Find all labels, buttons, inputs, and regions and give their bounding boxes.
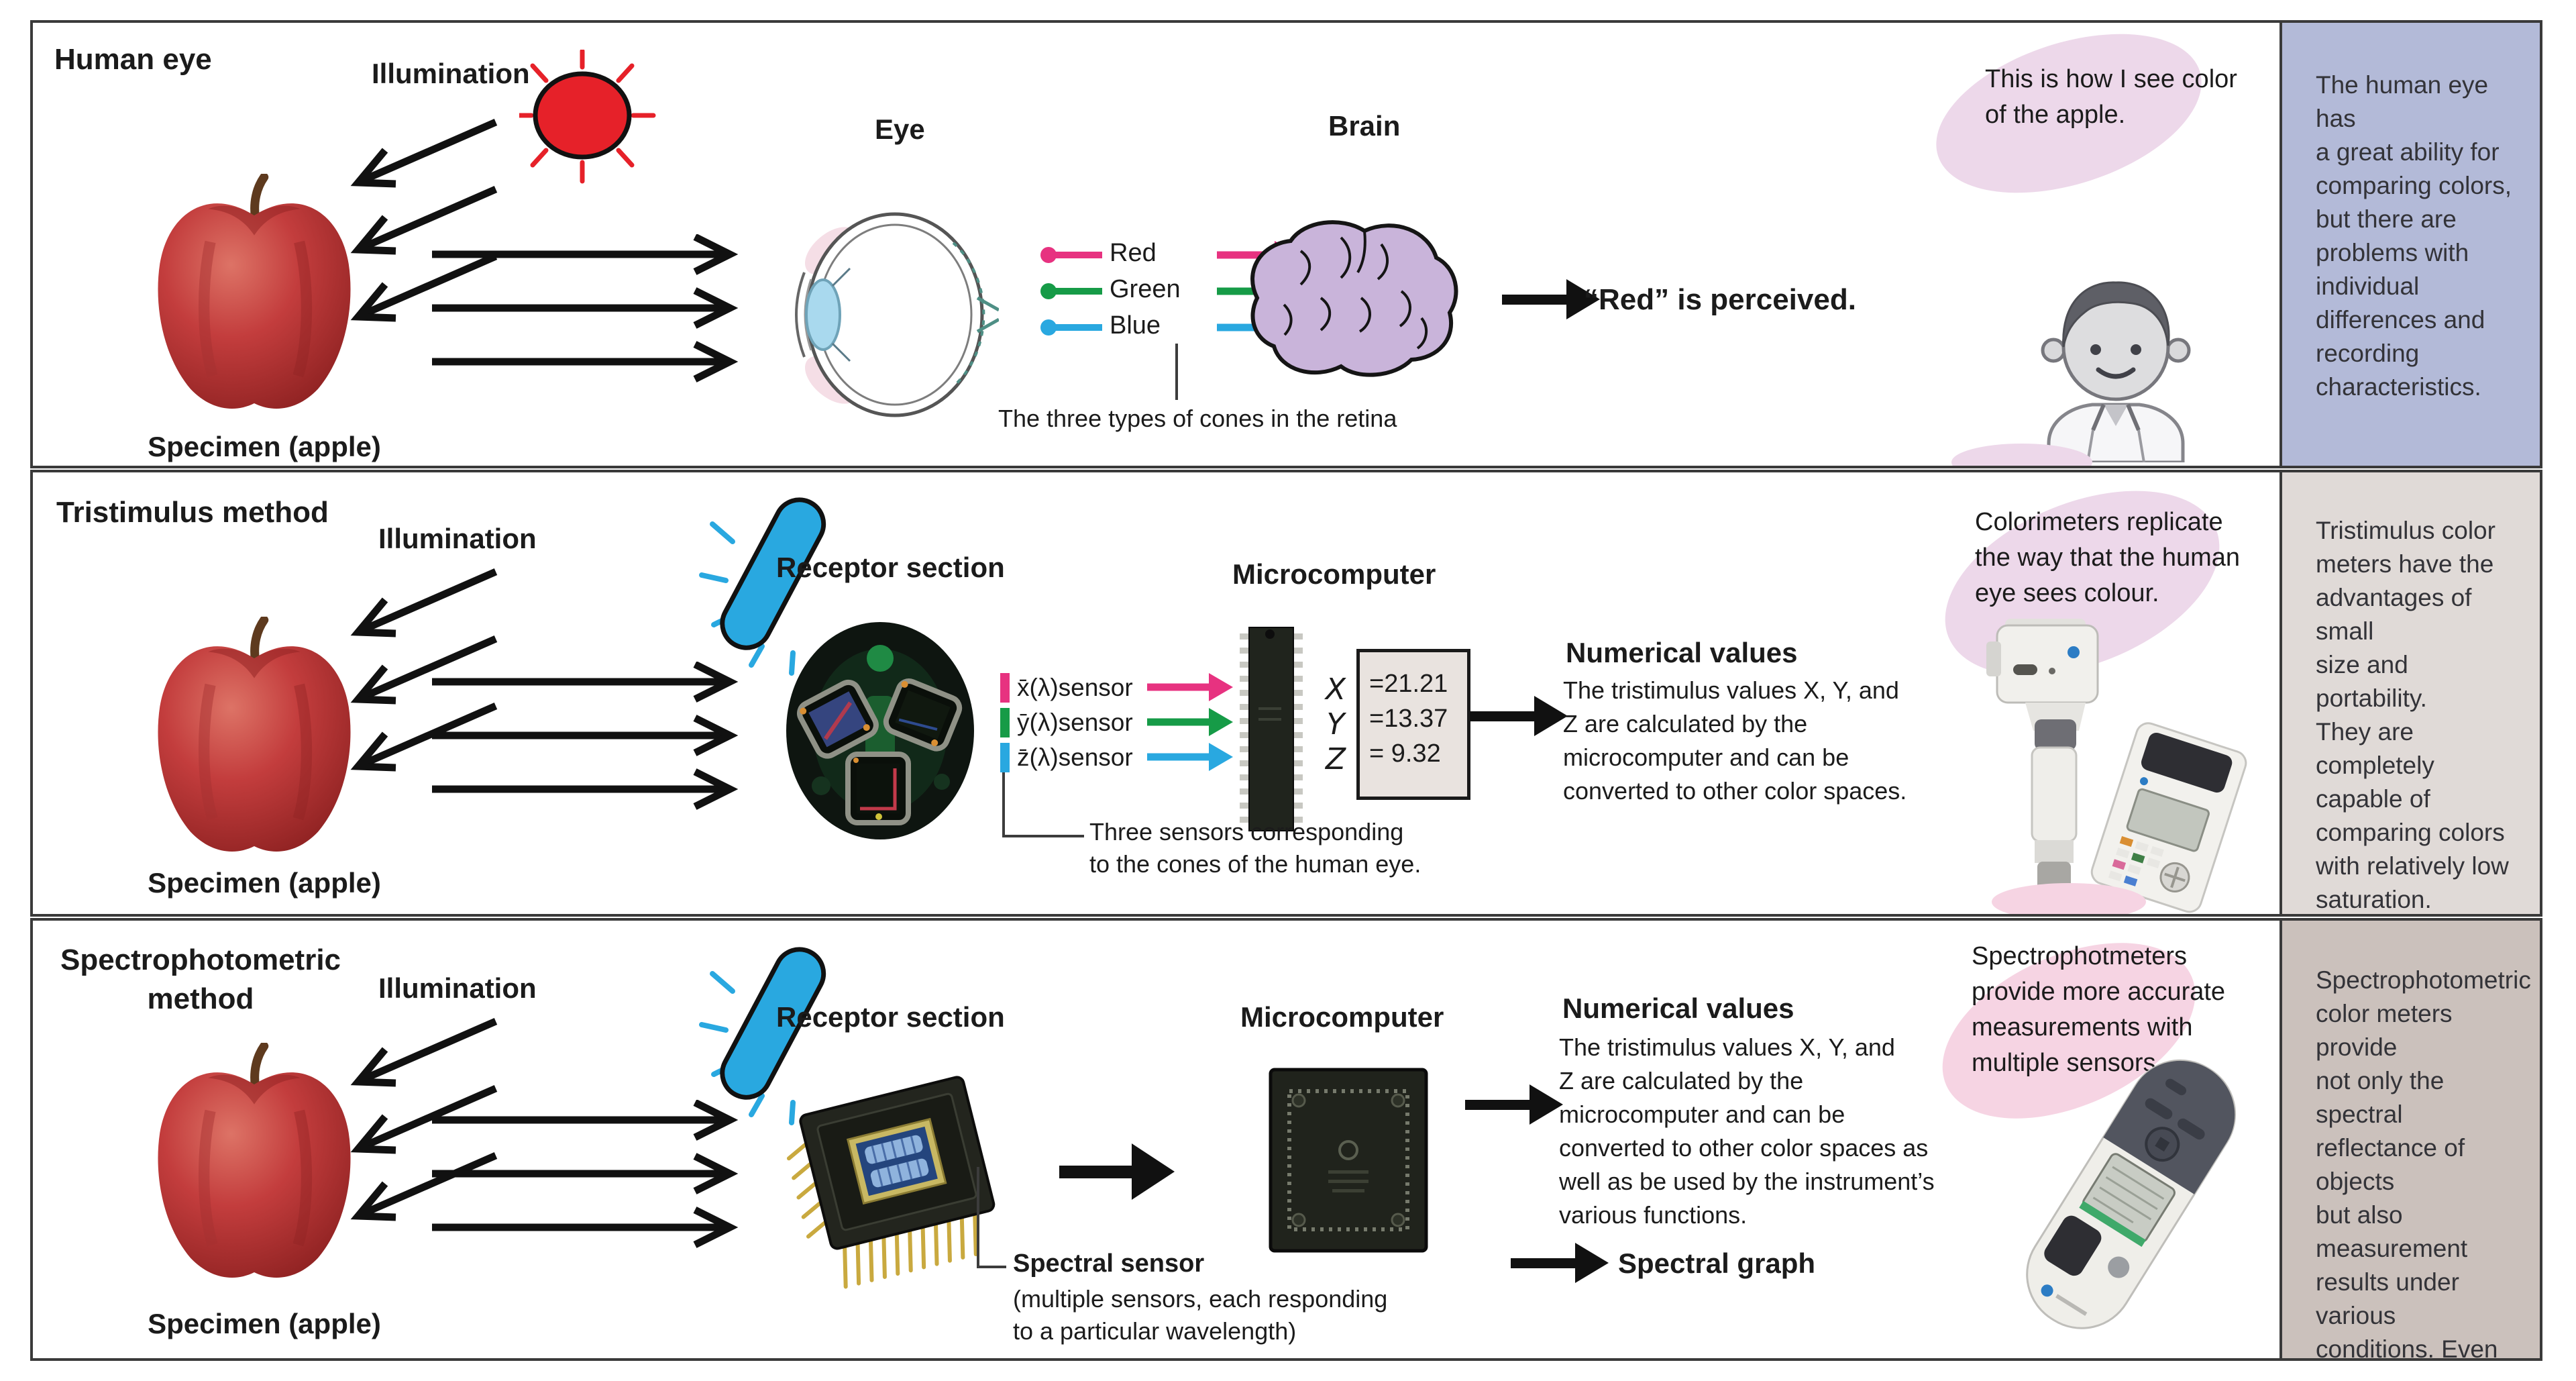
cone-label-red: Red	[1110, 239, 1157, 267]
illumination-label-3: Illumination	[378, 972, 537, 1004]
bubble-text-1: This is how I see color of the apple.	[1985, 65, 2237, 129]
speech-blob-3	[1942, 943, 2196, 1119]
cone-label-green: Green	[1110, 275, 1181, 303]
receptor-label-3: Receptor section	[776, 1001, 1005, 1033]
eye-label: Eye	[875, 113, 925, 145]
microcomputer-chip-image-3	[1269, 1068, 1428, 1253]
numerical-body-2: The tristimulus values X, Y, and Z are c…	[1563, 676, 1907, 805]
x-symbol: X	[1325, 672, 1346, 707]
reflected-light-arrows-1	[432, 234, 754, 409]
bubble-text-3: Spectrophotmeters provide more accurate …	[1972, 942, 2226, 1077]
brain-icon	[1250, 220, 1458, 377]
row-spectrophotometric: Spectrophotometric method Illumination S…	[30, 918, 2285, 1361]
z-sensor-label: z̄(λ)sensor	[1017, 744, 1133, 771]
z-sensor-arrow-icon	[1147, 743, 1233, 771]
sun-icon	[519, 50, 656, 184]
sensors-caption-connector-v	[1002, 772, 1005, 836]
sensors-caption-connector-h	[1002, 835, 1084, 837]
y-symbol: Y	[1326, 707, 1345, 741]
spectral-caption-connector-h	[977, 1266, 1006, 1268]
speech-blob-1	[1936, 34, 2202, 193]
observer-avatar	[2041, 281, 2191, 462]
perceived-text: “Red” is perceived.	[1584, 283, 1856, 316]
row3-title: Spectrophotometric method	[60, 943, 341, 1015]
y-sensor-tab-icon	[1000, 708, 1010, 737]
reflected-light-arrows-2	[432, 662, 754, 836]
red-cone-dot-icon	[1040, 247, 1102, 263]
spectral-sensor-chip-image	[786, 1076, 996, 1289]
brain-label: Brain	[1328, 110, 1401, 142]
cones-caption: The three types of cones in the retina	[998, 405, 1397, 432]
z-symbol: Z	[1325, 742, 1346, 776]
colorimeter-devices-image	[1986, 619, 2247, 913]
sensors-caption: Three sensors corresponding to the cones…	[1089, 818, 1421, 878]
spectrophotometer-device-image	[2026, 1059, 2237, 1329]
x-sensor-label: x̄(λ)sensor	[1017, 674, 1133, 701]
eye-diagram	[795, 212, 999, 417]
microcomputer-label-2: Microcomputer	[1232, 558, 1436, 590]
apple-image-2	[140, 617, 368, 858]
y-sensor-label: ȳ(λ)sensor	[1017, 709, 1133, 736]
specimen-label-3: Specimen (apple)	[148, 1308, 381, 1339]
x-sensor-tab-icon	[1000, 673, 1010, 703]
receptor-to-chip-arrow	[1059, 1138, 1177, 1205]
apple-image-3	[140, 1043, 368, 1284]
sidebar-spectrophotometric: Spectrophotometric color meters provide …	[2279, 918, 2542, 1361]
microcomputer-chip-image-2	[1240, 627, 1303, 831]
spectral-graph-label: Spectral graph	[1618, 1247, 1816, 1279]
illumination-label-1: Illumination	[372, 58, 530, 89]
green-cone-dot-icon	[1040, 283, 1102, 299]
microcomputer-label-3: Microcomputer	[1240, 1001, 1444, 1033]
decor-blob-2b	[1992, 883, 2146, 914]
y-sensor-arrow-icon	[1147, 708, 1233, 736]
sidebar-human-eye: The human eye has a great ability for co…	[2279, 20, 2542, 468]
xyz-values-box: =21.21 =13.37 = 9.32	[1356, 649, 1470, 800]
cones-caption-connector	[1175, 344, 1178, 400]
cone-label-blue: Blue	[1110, 311, 1161, 340]
row2-title: Tristimulus method	[56, 496, 329, 529]
row1-title: Human eye	[54, 43, 212, 76]
blue-cone-dot-icon	[1040, 319, 1102, 336]
x-value: =21.21	[1369, 670, 1448, 698]
sidebar1-text: The human eye has a great ability for co…	[2316, 71, 2512, 401]
numerical-heading-3: Numerical values	[1562, 992, 1794, 1024]
sidebar2-text: Tristimulus color meters have the advant…	[2316, 517, 2509, 913]
apple-image-1	[140, 174, 368, 415]
receptor-sensor-image-2	[786, 622, 974, 839]
lamp-icon-3	[699, 947, 826, 1125]
numerical-body-3: The tristimulus values X, Y, and Z are c…	[1559, 1033, 1935, 1229]
specimen-label-2: Specimen (apple)	[148, 867, 381, 899]
row-human-eye: Human eye Illumination Specimen (apple) …	[30, 20, 2285, 468]
bubble-text-2: Colorimeters replicate the way that the …	[1975, 508, 2241, 607]
y-value: =13.37	[1369, 705, 1448, 733]
z-sensor-tab-icon	[1000, 743, 1010, 772]
reflected-light-arrows-3	[432, 1100, 754, 1274]
spectral-graph-arrow	[1511, 1236, 1611, 1290]
decor-blob-1b	[1951, 444, 2092, 466]
spectral-sensor-body: (multiple sensors, each responding to a …	[1013, 1285, 1388, 1345]
illumination-label-2: Illumination	[378, 523, 537, 554]
values-output-arrow-2	[1470, 689, 1570, 743]
receptor-label-2: Receptor section	[776, 552, 1005, 583]
x-sensor-arrow-icon	[1147, 673, 1233, 701]
sidebar3-text: Spectrophotometric color meters provide …	[2316, 966, 2531, 1361]
numerical-heading-2: Numerical values	[1566, 637, 1798, 668]
specimen-label-1: Specimen (apple)	[148, 431, 381, 462]
z-value: = 9.32	[1369, 739, 1441, 768]
chip-to-numerical-arrow	[1465, 1078, 1566, 1131]
sidebar-tristimulus: Tristimulus color meters have the advant…	[2279, 470, 2542, 917]
lamp-icon-2	[699, 497, 826, 676]
spectral-sensor-title: Spectral sensor	[1013, 1249, 1205, 1278]
row-tristimulus: Tristimulus method Illumination Specimen…	[30, 470, 2285, 917]
spectral-caption-connector-v	[977, 1167, 979, 1268]
